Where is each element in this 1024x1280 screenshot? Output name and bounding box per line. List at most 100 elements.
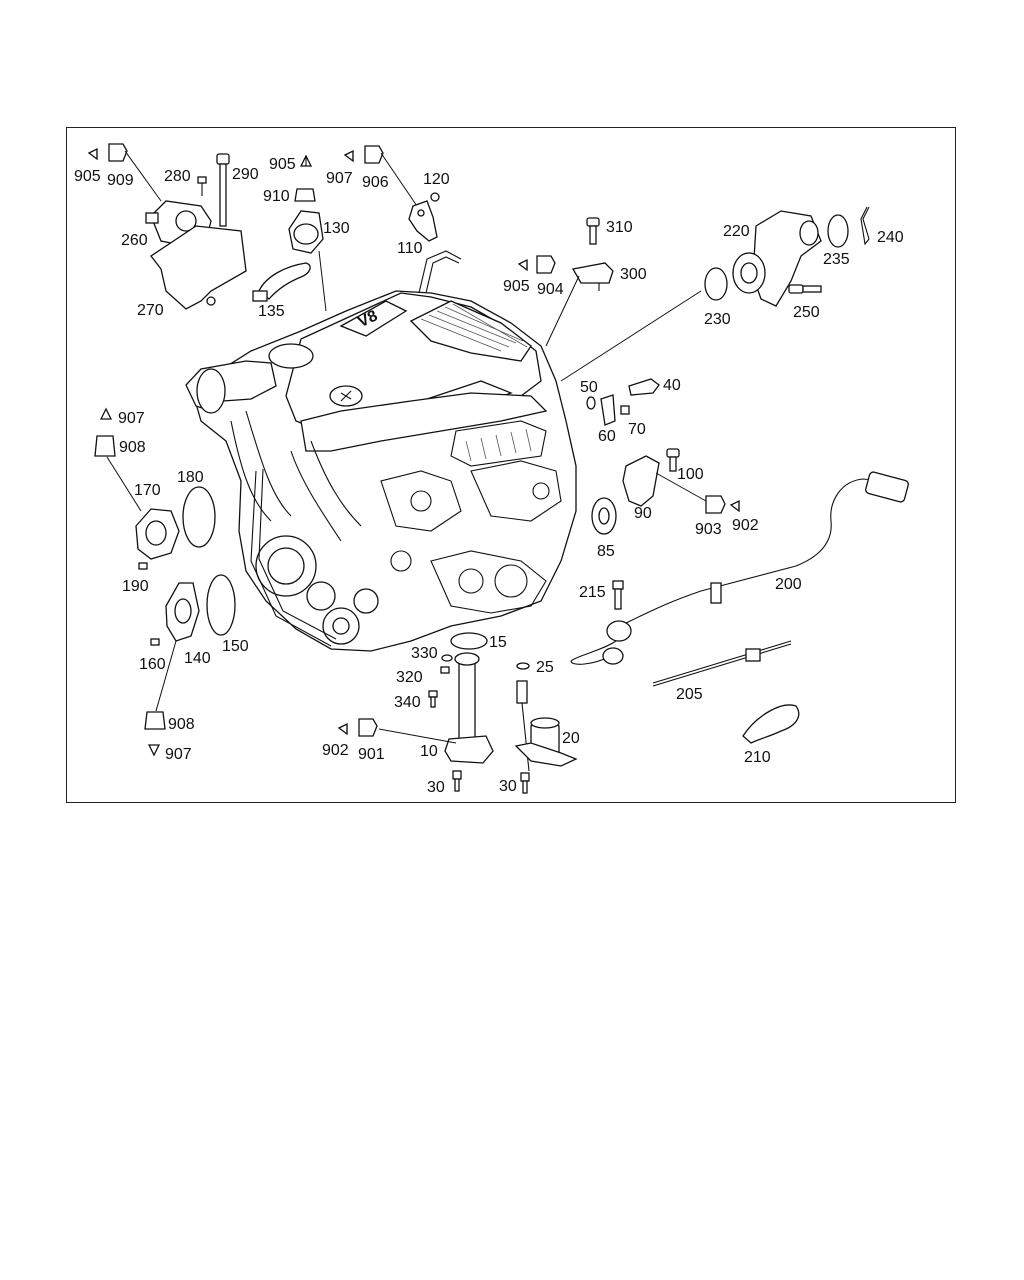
badge-top: V8 (355, 307, 380, 331)
callout-907: 907 (326, 170, 353, 187)
callout-250: 250 (793, 304, 820, 321)
part-320-screw (440, 666, 450, 674)
callout-205: 205 (676, 686, 703, 703)
callout-310: 310 (606, 219, 633, 236)
part-110-sensor (408, 200, 438, 242)
callout-130: 130 (323, 220, 350, 237)
part-907-plug-c (147, 744, 161, 757)
callout-908: 908 (168, 716, 195, 733)
diagram-frame: V8 V8 (66, 127, 956, 803)
callout-20: 20 (562, 730, 580, 747)
callout-904: 904 (537, 281, 564, 298)
part-310-bolt (586, 217, 600, 245)
part-290-bolt (216, 153, 230, 227)
part-903-connector (705, 495, 726, 514)
part-330-seal (441, 654, 453, 662)
callout-60: 60 (598, 428, 616, 445)
part-901-connector (358, 718, 378, 737)
part-300-sensor (545, 262, 614, 347)
part-910-connector (294, 188, 316, 202)
callout-902: 902 (322, 742, 349, 759)
callout-230: 230 (704, 311, 731, 328)
part-25-sensor-stem (516, 680, 530, 772)
callout-70: 70 (628, 421, 646, 438)
part-205-tie (652, 640, 792, 687)
callout-235: 235 (823, 251, 850, 268)
part-40-valve (628, 378, 660, 396)
part-190-bolt (138, 562, 148, 570)
part-100-bolt (666, 448, 680, 472)
part-340-bolt (428, 690, 438, 708)
part-909-connector (108, 143, 162, 202)
callout-215: 215 (579, 584, 606, 601)
callout-170: 170 (134, 482, 161, 499)
part-85-seal (591, 497, 617, 535)
part-220-actuator (560, 210, 822, 382)
part-210-clip (742, 704, 800, 744)
callout-902: 902 (732, 517, 759, 534)
part-280-screw (197, 176, 207, 196)
callout-340: 340 (394, 694, 421, 711)
part-135-clip (252, 262, 311, 302)
part-90-sensor (622, 455, 707, 507)
part-906-connector (364, 145, 420, 210)
callout-40: 40 (663, 377, 681, 394)
part-230-oring (704, 267, 728, 301)
callout-200: 200 (775, 576, 802, 593)
callout-260: 260 (121, 232, 148, 249)
callout-190: 190 (122, 578, 149, 595)
callout-907: 907 (118, 410, 145, 427)
part-20-sensor (514, 717, 578, 767)
part-200-harness (570, 471, 909, 665)
callout-270: 270 (137, 302, 164, 319)
parts-diagram: V8 V8 (74, 143, 909, 796)
callout-910: 910 (263, 188, 290, 205)
callout-50: 50 (580, 379, 598, 396)
callout-320: 320 (396, 669, 423, 686)
part-907-plug-a (343, 149, 354, 163)
part-15-seal (450, 632, 488, 650)
part-908-connector-a (94, 435, 142, 512)
part-902-plug-a (729, 499, 740, 513)
callout-300: 300 (620, 266, 647, 283)
callout-901: 901 (358, 746, 385, 763)
callout-908: 908 (119, 439, 146, 456)
part-30-bolt-b (520, 772, 530, 794)
part-160-bolt (150, 638, 160, 646)
callout-140: 140 (184, 650, 211, 667)
callout-909: 909 (107, 172, 134, 189)
part-905-cap (299, 154, 313, 167)
callout-30: 30 (499, 778, 517, 795)
callout-25: 25 (536, 659, 554, 676)
callout-10: 10 (420, 743, 438, 760)
callout-906: 906 (362, 174, 389, 191)
callout-110: 110 (397, 240, 423, 257)
part-120-bolt (430, 192, 440, 202)
part-170-pump (135, 508, 180, 560)
part-50-seal (586, 396, 596, 410)
callout-120: 120 (423, 171, 450, 188)
part-240-clip (860, 206, 870, 246)
callout-220: 220 (723, 223, 750, 240)
callout-907: 907 (165, 746, 192, 763)
callout-160: 160 (139, 656, 166, 673)
callout-905: 905 (74, 168, 101, 185)
part-70-bolt (620, 405, 630, 415)
part-235-oring (827, 214, 849, 248)
part-130-sensor (288, 210, 327, 312)
callout-180: 180 (177, 469, 204, 486)
part-904-connector (536, 255, 556, 274)
part-180-oring (182, 486, 216, 548)
part-10-oil-level (378, 652, 494, 764)
callout-905: 905 (503, 278, 530, 295)
callout-30: 30 (427, 779, 445, 796)
part-30-bolt-a (452, 770, 462, 792)
callout-90: 90 (634, 505, 652, 522)
part-150-oring (206, 574, 236, 636)
part-270-bracket (150, 225, 247, 310)
part-250-bolt (788, 284, 822, 294)
part-908-connector-b (144, 711, 166, 730)
part-25-seal (516, 662, 530, 670)
callout-labels: 905 909 280 290 905 910 130 907 906 120 … (74, 156, 904, 796)
engine-assembly: V8 V8 (185, 250, 577, 652)
